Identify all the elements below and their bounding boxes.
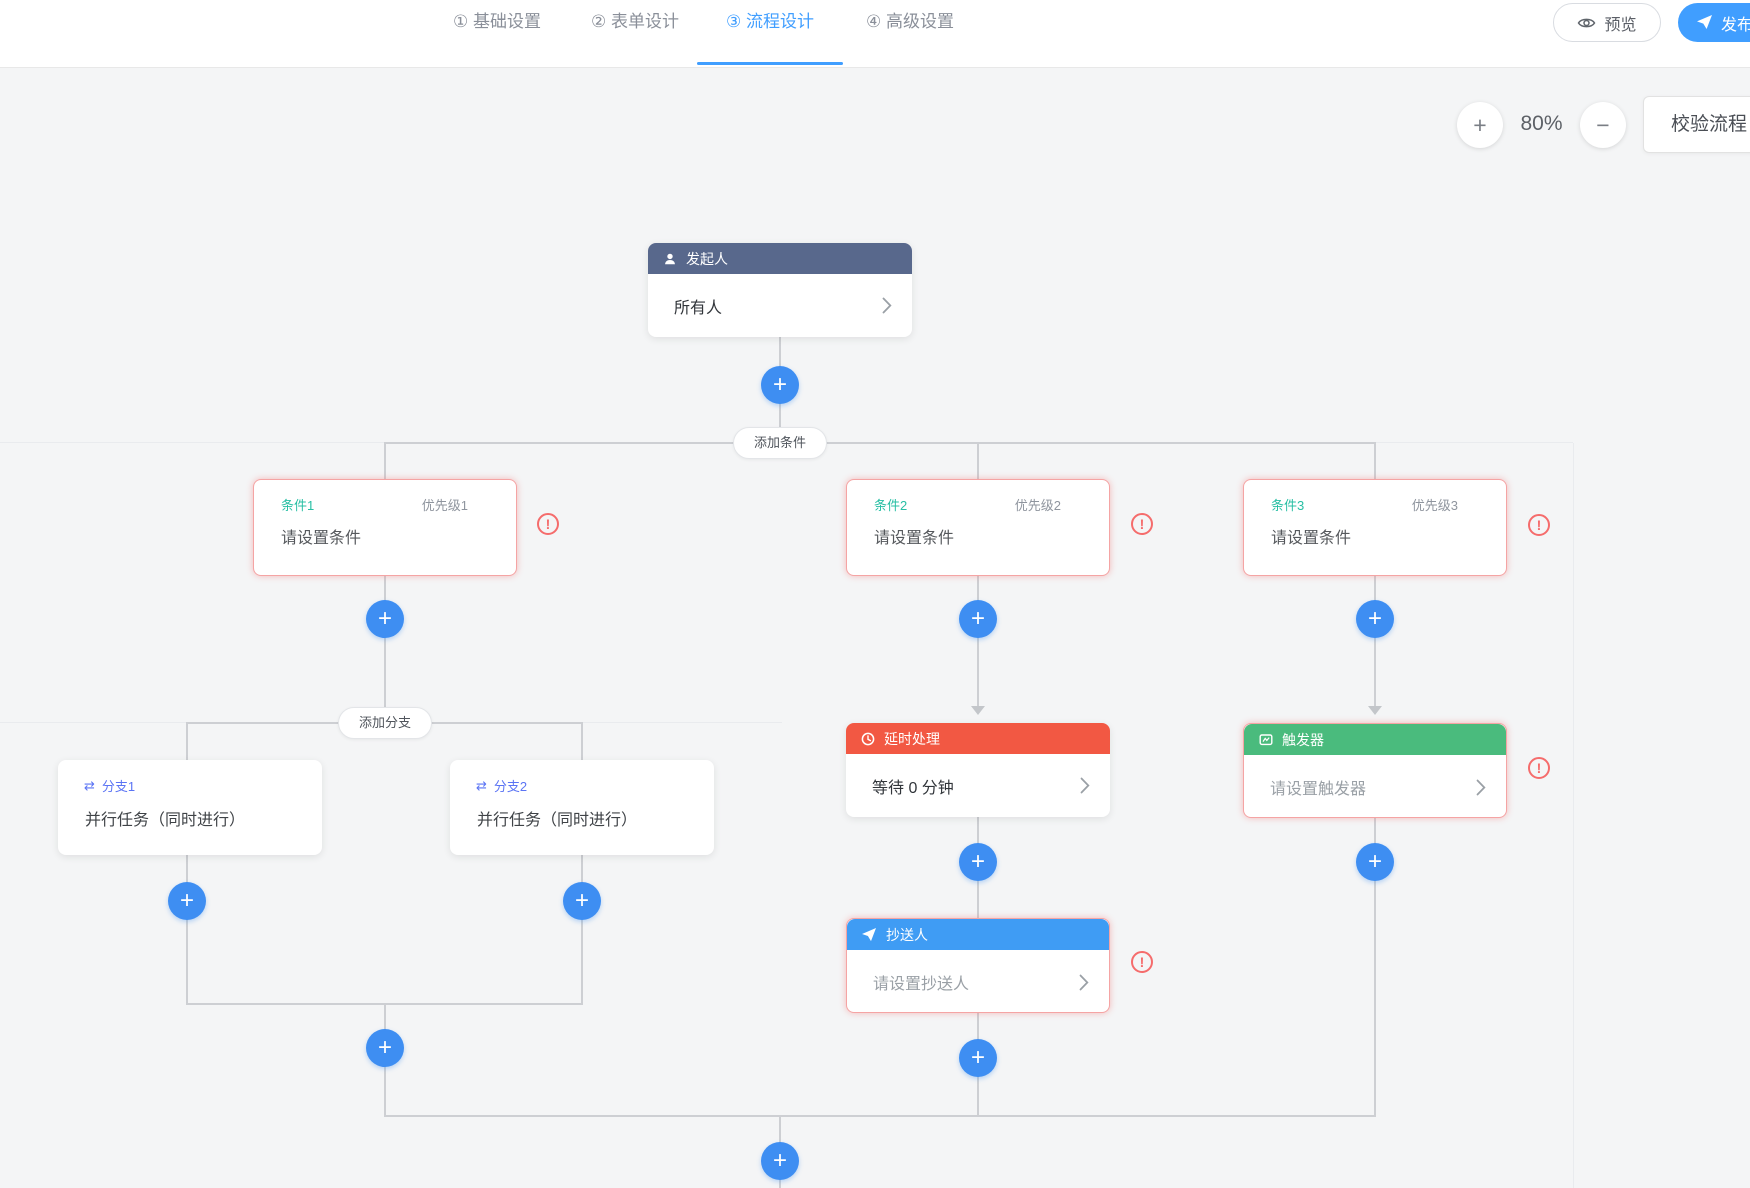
connector-line [186, 723, 188, 1004]
eye-icon [1578, 18, 1596, 27]
add-node-button[interactable]: + [563, 882, 601, 920]
add-node-button[interactable]: + [168, 882, 206, 920]
connector-line [384, 576, 386, 723]
condition-node-3[interactable]: 条件3 优先级3 请设置条件 [1243, 479, 1507, 576]
add-condition-pill[interactable]: 添加条件 [733, 427, 827, 459]
condition-priority: 优先级1 [421, 498, 468, 513]
warning-icon: ! [1528, 514, 1550, 536]
add-node-button[interactable]: + [1356, 600, 1394, 638]
tab-advanced-settings[interactable]: ④ 高级设置 [866, 12, 954, 31]
active-tab-underline [697, 62, 843, 65]
start-node-title: 发起人 [686, 250, 728, 267]
branch-node-1[interactable]: ⇄ 分支1 并行任务（同时进行） [58, 760, 322, 855]
parallel-arrows-icon: ⇄ [476, 777, 487, 793]
add-node-button[interactable]: + [366, 600, 404, 638]
trigger-node-placeholder: 请设置触发器 [1270, 781, 1367, 798]
preview-button[interactable]: 预览 [1553, 3, 1661, 42]
add-node-button[interactable]: + [959, 1039, 997, 1077]
cc-node-header: 抄送人 [847, 919, 1109, 950]
add-node-button[interactable]: + [761, 366, 799, 404]
condition-placeholder: 请设置条件 [1271, 530, 1352, 547]
condition-node-2[interactable]: 条件2 优先级2 请设置条件 [846, 479, 1110, 576]
chevron-right-icon [882, 297, 892, 314]
add-branch-pill[interactable]: 添加分支 [338, 707, 432, 739]
branch-description: 并行任务（同时进行） [477, 812, 638, 829]
zoom-in-button[interactable]: + [1457, 102, 1503, 148]
condition-title: 条件3 [1271, 498, 1305, 513]
cc-node[interactable]: 抄送人 请设置抄送人 [846, 918, 1110, 1013]
condition-priority: 优先级3 [1411, 498, 1458, 513]
zoom-out-button[interactable]: − [1580, 102, 1626, 148]
start-node-value: 所有人 [674, 299, 723, 317]
condition-priority: 优先级2 [1014, 498, 1061, 513]
zoom-level: 80% [1520, 112, 1563, 135]
publish-button[interactable]: 发布 [1678, 3, 1750, 42]
tab-basic-settings[interactable]: ① 基础设置 [453, 12, 541, 31]
clock-icon [861, 732, 875, 745]
arrow-down-icon [971, 706, 985, 715]
trigger-node-title: 触发器 [1282, 731, 1324, 748]
monitor-icon [1259, 733, 1273, 745]
delay-node-value: 等待 0 分钟 [872, 779, 954, 797]
trigger-node-header: 触发器 [1244, 724, 1506, 755]
connector-line [384, 443, 386, 480]
warning-icon: ! [537, 513, 559, 535]
branch-description: 并行任务（同时进行） [85, 812, 246, 829]
branch-title: 分支1 [101, 779, 136, 794]
delay-node-title: 延时处理 [884, 730, 940, 747]
condition-title: 条件2 [874, 498, 908, 513]
user-icon [665, 253, 675, 264]
warning-icon: ! [1131, 513, 1153, 535]
branch-node-2[interactable]: ⇄ 分支2 并行任务（同时进行） [450, 760, 714, 855]
connector-line [1374, 443, 1376, 480]
canvas-guide-line [1573, 443, 1574, 1188]
connector-line [384, 442, 1376, 444]
connector-line [977, 576, 979, 709]
paper-plane-icon [1697, 15, 1712, 29]
condition-node-1[interactable]: 条件1 优先级1 请设置条件 [253, 479, 517, 576]
add-node-button[interactable]: + [959, 600, 997, 638]
connector-line [384, 1115, 1376, 1117]
top-navbar: ① 基础设置 ② 表单设计 ③ 流程设计 ④ 高级设置 预览 发布 [0, 0, 1750, 68]
cc-node-title: 抄送人 [886, 926, 928, 943]
start-node-header: 发起人 [648, 243, 912, 274]
preview-label: 预览 [1604, 16, 1637, 34]
delay-node[interactable]: 延时处理 等待 0 分钟 [846, 723, 1110, 817]
parallel-arrows-icon: ⇄ [84, 777, 95, 793]
connector-line [1374, 576, 1376, 709]
condition-title: 条件1 [281, 498, 315, 513]
add-node-button[interactable]: + [1356, 843, 1394, 881]
warning-icon: ! [1131, 951, 1153, 973]
connector-line [581, 723, 583, 1004]
chevron-right-icon [1079, 974, 1089, 990]
condition-placeholder: 请设置条件 [874, 530, 955, 547]
validate-flow-button[interactable]: 校验流程 [1643, 96, 1750, 153]
add-node-button[interactable]: + [959, 843, 997, 881]
add-node-button[interactable]: + [366, 1029, 404, 1067]
publish-label: 发布 [1721, 16, 1750, 34]
add-node-button[interactable]: + [761, 1142, 799, 1180]
arrow-down-icon [1368, 706, 1382, 715]
connector-line [1374, 817, 1376, 1116]
delay-node-header: 延时处理 [846, 723, 1110, 754]
start-node[interactable]: 发起人 所有人 [648, 243, 912, 337]
tab-form-design[interactable]: ② 表单设计 [591, 12, 679, 31]
cc-node-placeholder: 请设置抄送人 [873, 976, 970, 993]
connector-line [977, 443, 979, 480]
chevron-right-icon [1476, 779, 1486, 795]
condition-placeholder: 请设置条件 [281, 530, 362, 547]
paper-plane-icon [862, 927, 877, 941]
trigger-node[interactable]: 触发器 请设置触发器 [1243, 723, 1507, 818]
chevron-right-icon [1080, 777, 1090, 794]
tab-process-design[interactable]: ③ 流程设计 [726, 12, 814, 31]
branch-title: 分支2 [493, 779, 528, 794]
warning-icon: ! [1528, 757, 1550, 779]
